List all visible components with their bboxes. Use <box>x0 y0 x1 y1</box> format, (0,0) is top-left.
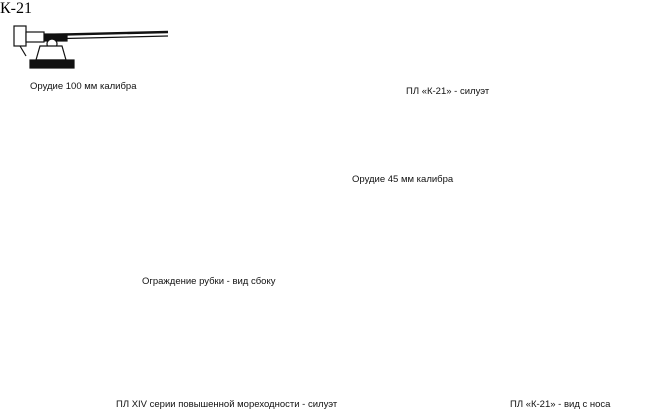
flag-label: К-21 <box>0 0 32 17</box>
caption-gun-45mm: Орудие 45 мм калибра <box>352 174 454 185</box>
caption-k21-bow-view: ПЛ «К-21» - вид с носа <box>510 399 611 410</box>
conning-tower-side-drawing: К-21 <box>0 0 32 17</box>
caption-xiv-silhouette: ПЛ XIV серии повышенной мореходности - с… <box>116 399 338 410</box>
gun-100mm-drawing <box>13 25 169 69</box>
caption-gun-100mm: Орудие 100 мм калибра <box>30 81 137 92</box>
caption-k21-silhouette: ПЛ «К-21» - силуэт <box>406 86 490 97</box>
caption-conning-tower-side: Ограждение рубки - вид сбоку <box>142 276 276 287</box>
